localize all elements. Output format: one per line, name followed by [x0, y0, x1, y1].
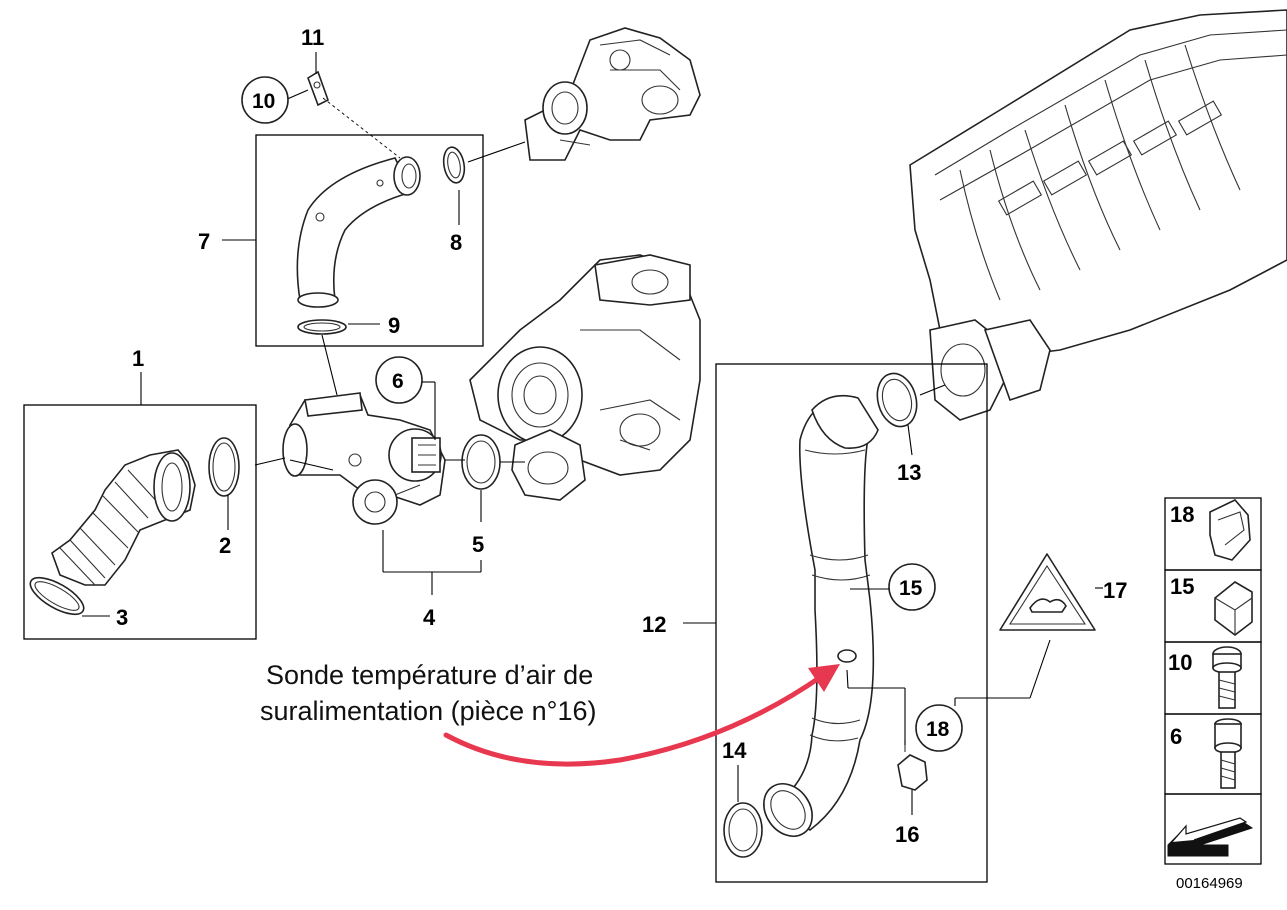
- seal-ring-8: [442, 146, 466, 184]
- red-arrow: [443, 664, 840, 767]
- actuator-4: [352, 479, 421, 525]
- legend-label-6: 6: [1170, 724, 1182, 749]
- seal-ring-3: [29, 576, 85, 616]
- callout-1: 1: [132, 346, 144, 371]
- bolt-icon-6: [1214, 718, 1242, 789]
- circle-6: [375, 356, 423, 404]
- circle-18: [915, 704, 963, 752]
- callout-6: 6: [392, 370, 404, 393]
- direction-arrow-icon: [1167, 817, 1254, 857]
- intake-manifold: [909, 9, 1287, 421]
- charge-air-pipe-15: [763, 394, 879, 837]
- callout-14: 14: [722, 738, 747, 763]
- callout-17: 17: [1103, 578, 1127, 603]
- bolt-11: [307, 70, 329, 107]
- annotation-line-2: suralimentation (pièce n°16): [260, 696, 596, 726]
- callout-8: 8: [450, 230, 462, 255]
- legend-label-10: 10: [1168, 650, 1192, 675]
- callout-2: 2: [219, 533, 231, 558]
- seal-ring-9: [297, 319, 347, 335]
- circle-15: [888, 563, 936, 611]
- callout-3: 3: [116, 605, 128, 630]
- turbocharger-middle: [469, 254, 701, 501]
- callout-9: 9: [388, 313, 400, 338]
- turbocharger-upper: [524, 27, 701, 161]
- callout-15: 15: [899, 577, 923, 600]
- bolt-icon-10: [1212, 646, 1242, 709]
- group-box-1: [23, 404, 257, 640]
- seal-ring-2: [208, 437, 240, 497]
- callout-16: 16: [895, 822, 919, 847]
- air-intake-hose: [51, 449, 196, 586]
- seal-ring-5: [461, 434, 501, 490]
- callout-13: 13: [897, 460, 921, 485]
- temperature-sensor-16: [897, 740, 928, 791]
- callout-10: 10: [252, 90, 275, 113]
- callout-7: 7: [198, 229, 210, 254]
- callout-4: 4: [423, 605, 436, 630]
- legend-label-18: 18: [1170, 502, 1194, 527]
- callout-18: 18: [926, 718, 950, 741]
- warning-label-17: [999, 553, 1096, 631]
- legend-label-15: 15: [1170, 574, 1194, 599]
- legend-panel: 18 15 10 6: [1164, 497, 1262, 865]
- seal-ring-14: [723, 802, 763, 858]
- doc-number: 00164969: [1176, 875, 1243, 892]
- air-pipe-7: [296, 156, 421, 308]
- callout-11: 11: [301, 25, 324, 50]
- annotation-line-1: Sonde température d’air de: [266, 660, 593, 690]
- charge-air-housing: [282, 392, 446, 506]
- circle-10: [241, 76, 289, 124]
- callout-12: 12: [642, 612, 666, 637]
- callout-5: 5: [472, 532, 484, 557]
- seal-ring-13: [876, 372, 918, 428]
- clip-icon-18: [1209, 499, 1251, 561]
